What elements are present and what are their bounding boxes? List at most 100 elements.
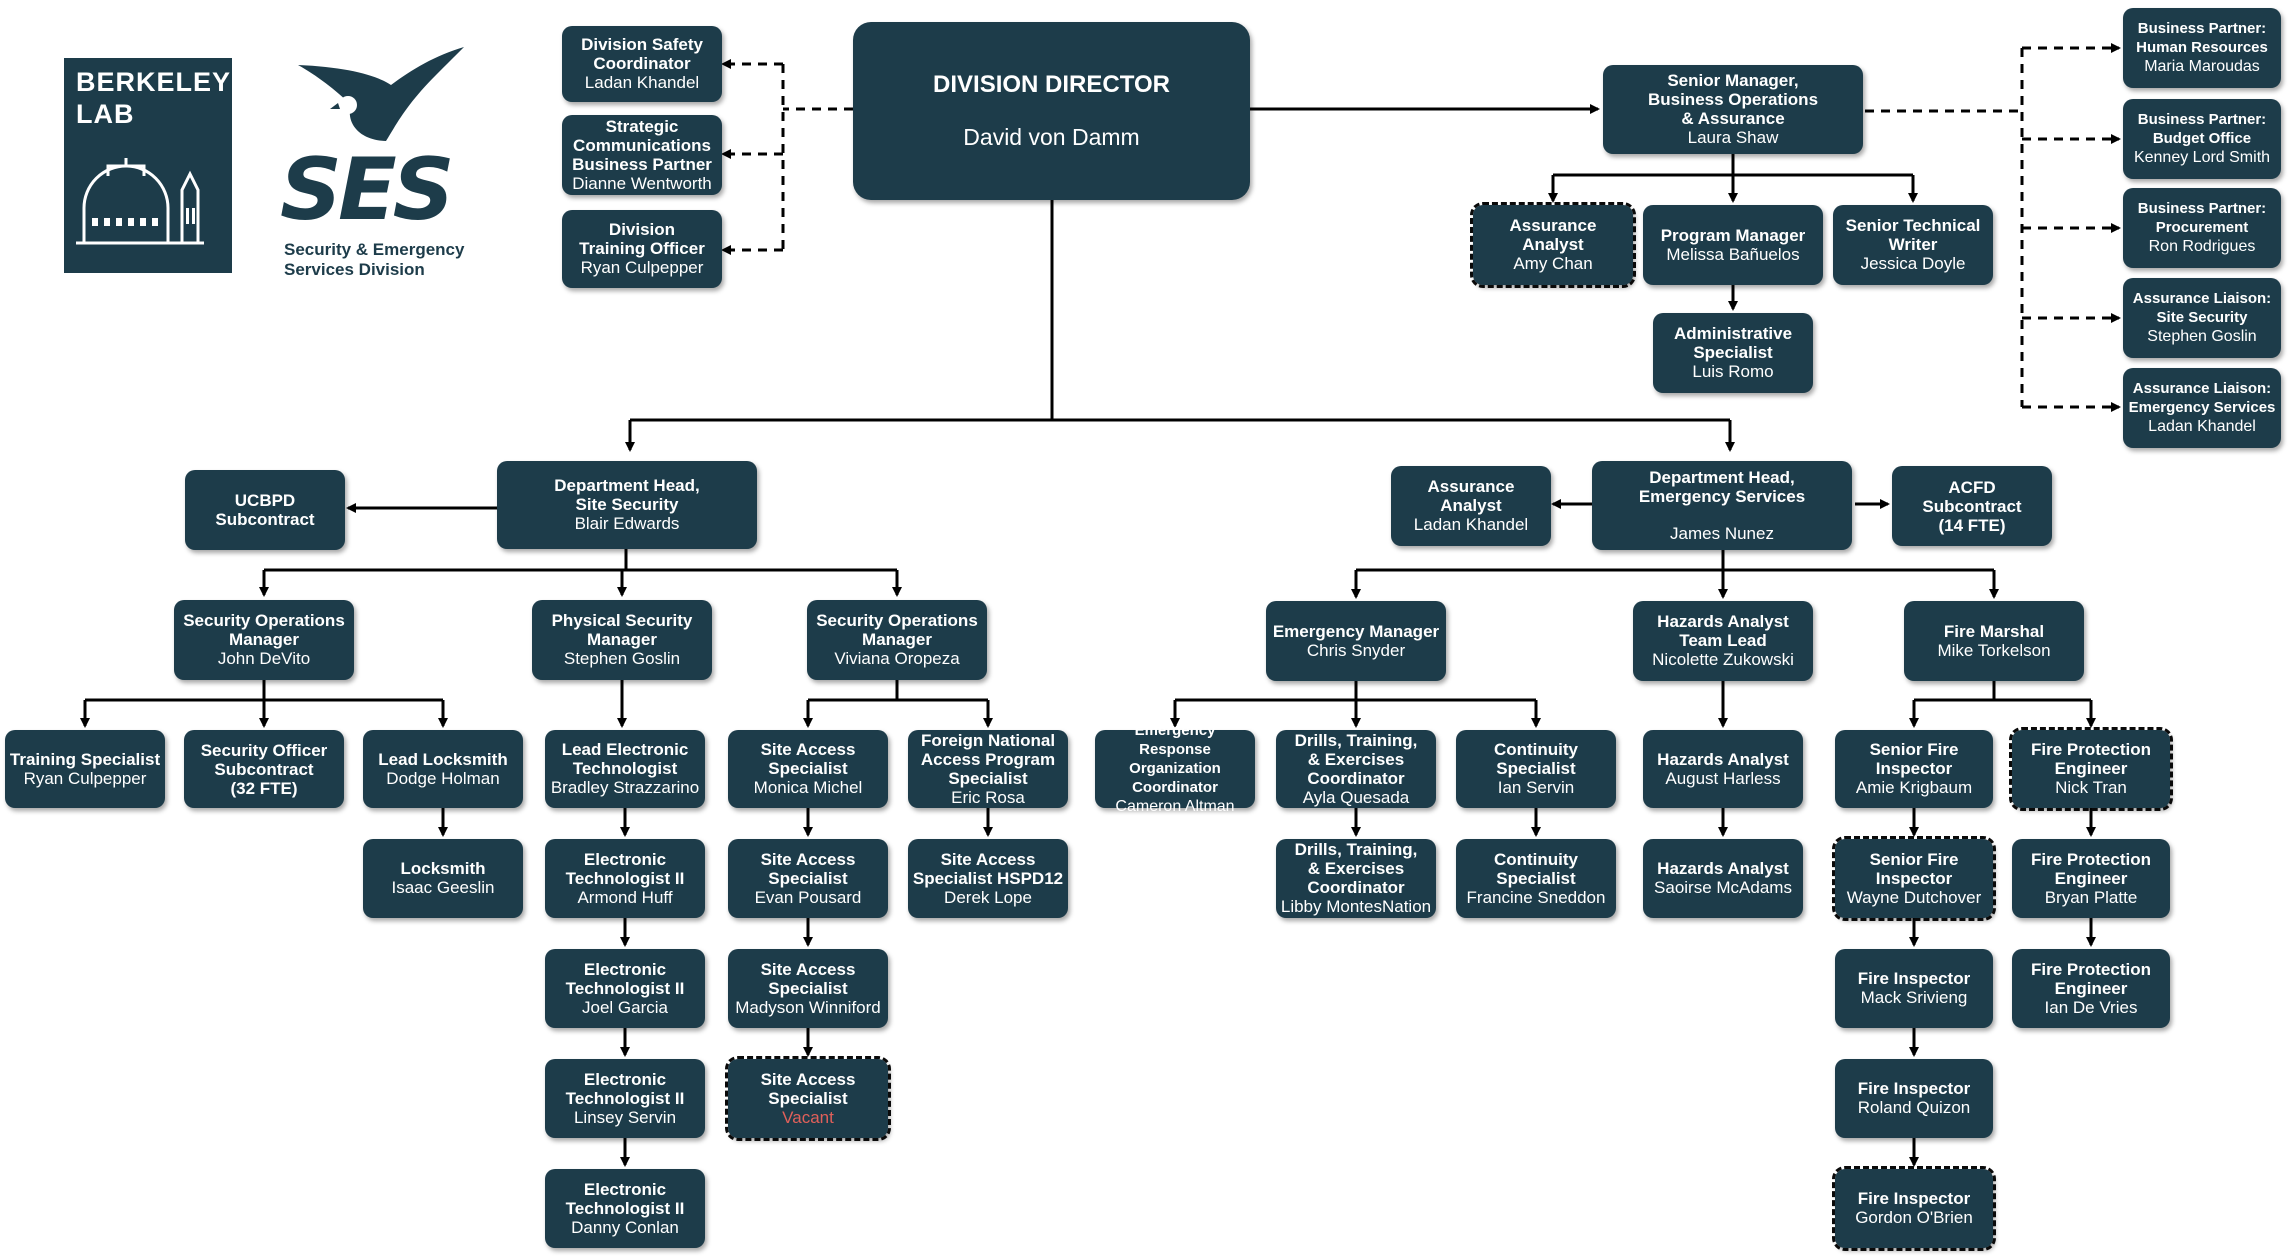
node-fire-protection-engineer-tran[interactable]: Fire Protection Engineer Nick Tran	[2009, 727, 2173, 811]
ses-logo: SES Security & Emergency Services Divisi…	[280, 45, 480, 285]
node-drills-coordinator-montesnation[interactable]: Drills, Training, & Exercises Coordinato…	[1276, 839, 1436, 918]
node-name: Ryan Culpepper	[23, 768, 147, 788]
node-liaison-emergency-services[interactable]: Assurance Liaison: Emergency Services La…	[2123, 368, 2281, 448]
node-title: Assurance Liaison: Site Security	[2132, 290, 2272, 326]
node-title: Fire Inspector	[1857, 969, 1971, 988]
node-continuity-specialist-sneddon[interactable]: Continuity Specialist Francine Sneddon	[1456, 839, 1616, 918]
node-lead-locksmith[interactable]: Lead Locksmith Dodge Holman	[363, 730, 523, 808]
node-liaison-site-security[interactable]: Assurance Liaison: Site Security Stephen…	[2123, 278, 2281, 358]
ses-subtitle: Security & Emergency Services Division	[284, 240, 465, 279]
node-drills-coordinator-quesada[interactable]: Drills, Training, & Exercises Coordinato…	[1276, 730, 1436, 808]
node-name: August Harless	[1665, 768, 1781, 788]
node-name: Saoirse McAdams	[1654, 878, 1792, 897]
node-name: Ladan Khandel	[1413, 515, 1529, 534]
node-title: Site Access Specialist	[760, 740, 856, 778]
node-site-access-specialist-michel[interactable]: Site Access Specialist Monica Michel	[728, 730, 888, 808]
node-department-head-site-security[interactable]: Department Head, Site Security Blair Edw…	[497, 461, 757, 549]
node-senior-fire-inspector-krigbaum[interactable]: Senior Fire Inspector Amie Krigbaum	[1835, 730, 1993, 808]
node-fire-protection-engineer-platte[interactable]: Fire Protection Engineer Bryan Platte	[2012, 839, 2170, 918]
node-fire-inspector-srivieng[interactable]: Fire Inspector Mack Srivieng	[1835, 949, 1993, 1028]
node-senior-manager[interactable]: Senior Manager, Business Operations & As…	[1603, 65, 1863, 154]
node-assurance-analyst-khandel[interactable]: Assurance Analyst Ladan Khandel	[1391, 466, 1551, 546]
node-name: James Nunez	[1670, 523, 1774, 543]
node-bp-budget-office[interactable]: Business Partner: Budget Office Kenney L…	[2123, 99, 2281, 179]
node-title: Drills, Training, & Exercises Coordinato…	[1294, 730, 1418, 788]
node-title: Fire Protection Engineer	[2031, 740, 2151, 778]
node-senior-fire-inspector-dutchover[interactable]: Senior Fire Inspector Wayne Dutchover	[1832, 836, 1996, 921]
node-name: Ryan Culpepper	[580, 258, 704, 277]
node-locksmith[interactable]: Locksmith Isaac Geeslin	[363, 839, 523, 918]
node-fire-inspector-quizon[interactable]: Fire Inspector Roland Quizon	[1835, 1059, 1993, 1138]
node-ucbpd-subcontract[interactable]: UCBPD Subcontract	[185, 470, 345, 550]
node-site-access-specialist-winniford[interactable]: Site Access Specialist Madyson Winniford	[728, 949, 888, 1028]
node-physical-security-manager[interactable]: Physical Security Manager Stephen Goslin	[532, 600, 712, 680]
node-title: Fire Inspector	[1857, 1079, 1971, 1098]
node-bp-human-resources[interactable]: Business Partner: Human Resources Maria …	[2123, 8, 2281, 88]
node-title: Administrative Specialist	[1673, 324, 1793, 362]
node-name: Ian Servin	[1497, 778, 1575, 797]
node-security-operations-manager-oropeza[interactable]: Security Operations Manager Viviana Orop…	[807, 600, 987, 680]
node-title: Foreign National Access Program Speciali…	[920, 730, 1056, 788]
node-training-specialist[interactable]: Training Specialist Ryan Culpepper	[5, 730, 165, 808]
node-title: Drills, Training, & Exercises Coordinato…	[1294, 840, 1418, 897]
node-name: Evan Pousard	[754, 887, 862, 907]
node-name: Cameron Altman	[1115, 798, 1235, 815]
node-continuity-specialist-servin[interactable]: Continuity Specialist Ian Servin	[1456, 730, 1616, 808]
node-bp-procurement[interactable]: Business Partner: Procurement Ron Rodrig…	[2123, 188, 2281, 268]
node-title: Continuity Specialist	[1493, 849, 1579, 888]
node-name: Laura Shaw	[1687, 128, 1779, 147]
node-strategic-communications[interactable]: Strategic Communications Business Partne…	[562, 115, 722, 195]
node-title: Security Officer Subcontract (32 FTE)	[200, 740, 328, 798]
node-lead-electronic-technologist[interactable]: Lead Electronic Technologist Bradley Str…	[545, 730, 705, 808]
node-division-safety-coordinator[interactable]: Division Safety Coordinator Ladan Khande…	[562, 26, 722, 102]
node-hazards-analyst-team-lead[interactable]: Hazards Analyst Team Lead Nicolette Zuko…	[1633, 601, 1813, 681]
node-site-access-specialist-hspd12[interactable]: Site Access Specialist HSPD12 Derek Lope	[908, 839, 1068, 918]
node-electronic-technologist-huff[interactable]: Electronic Technologist II Armond Huff	[545, 839, 705, 918]
node-title: Emergency Manager	[1272, 621, 1440, 641]
node-fire-protection-engineer-devries[interactable]: Fire Protection Engineer Ian De Vries	[2012, 949, 2170, 1028]
node-hazards-analyst-harless[interactable]: Hazards Analyst August Harless	[1643, 730, 1803, 808]
node-title: Continuity Specialist	[1493, 740, 1579, 778]
node-title: Program Manager	[1660, 225, 1806, 245]
node-security-officer-subcontract[interactable]: Security Officer Subcontract (32 FTE)	[184, 730, 344, 808]
node-fire-marshal[interactable]: Fire Marshal Mike Torkelson	[1904, 601, 2084, 681]
node-site-access-specialist-vacant[interactable]: Site Access Specialist Vacant	[725, 1056, 891, 1141]
node-name: Eric Rosa	[951, 787, 1025, 807]
node-electronic-technologist-conlan[interactable]: Electronic Technologist II Danny Conlan	[545, 1169, 705, 1248]
node-title: Business Partner: Procurement	[2137, 200, 2267, 236]
node-name: Bryan Platte	[2044, 887, 2138, 907]
node-department-head-emergency-services[interactable]: Department Head, Emergency Services Jame…	[1592, 461, 1852, 550]
node-name: Libby MontesNation	[1280, 897, 1432, 916]
node-administrative-specialist[interactable]: Administrative Specialist Luis Romo	[1653, 313, 1813, 393]
node-title: Fire Protection Engineer	[2031, 849, 2151, 888]
node-assurance-analyst-amy-chan[interactable]: Assurance Analyst Amy Chan	[1470, 202, 1636, 288]
node-security-operations-manager-devito[interactable]: Security Operations Manager John DeVito	[174, 600, 354, 680]
node-division-director[interactable]: DIVISION DIRECTOR David von Damm	[853, 22, 1250, 200]
node-electronic-technologist-garcia[interactable]: Electronic Technologist II Joel Garcia	[545, 949, 705, 1028]
node-electronic-technologist-servin[interactable]: Electronic Technologist II Linsey Servin	[545, 1059, 705, 1138]
node-acfd-subcontract[interactable]: ACFD Subcontract (14 FTE)	[1892, 466, 2052, 546]
node-title: Training Specialist	[9, 749, 161, 769]
node-ero-coordinator[interactable]: Emergency Response Organization Coordina…	[1095, 722, 1255, 815]
node-title: Security Operations Manager	[816, 611, 978, 649]
node-division-training-officer[interactable]: Division Training Officer Ryan Culpepper	[562, 210, 722, 288]
node-name: Maria Maroudas	[2144, 58, 2260, 75]
node-title: Locksmith	[400, 859, 486, 878]
node-name: Danny Conlan	[571, 1217, 679, 1237]
node-foreign-national-specialist[interactable]: Foreign National Access Program Speciali…	[908, 730, 1068, 808]
node-program-manager[interactable]: Program Manager Melissa Bañuelos	[1643, 205, 1823, 285]
ses-wordmark: SES	[280, 140, 455, 240]
node-name: Linsey Servin	[573, 1107, 677, 1127]
node-site-access-specialist-pousard[interactable]: Site Access Specialist Evan Pousard	[728, 839, 888, 918]
node-name: Melissa Bañuelos	[1666, 244, 1800, 264]
node-fire-inspector-obrien[interactable]: Fire Inspector Gordon O'Brien	[1832, 1166, 1996, 1251]
node-name: Kenney Lord Smith	[2133, 149, 2271, 166]
node-senior-technical-writer[interactable]: Senior Technical Writer Jessica Doyle	[1833, 205, 1993, 285]
node-emergency-manager[interactable]: Emergency Manager Chris Snyder	[1266, 601, 1446, 681]
node-title: Senior Fire Inspector	[1869, 849, 1959, 888]
node-title: Hazards Analyst	[1657, 859, 1789, 878]
node-hazards-analyst-mcadams[interactable]: Hazards Analyst Saoirse McAdams	[1643, 839, 1803, 918]
node-name: Wayne Dutchover	[1846, 887, 1982, 907]
node-name: Ladan Khandel	[584, 73, 700, 92]
node-name: Ladan Khandel	[2148, 418, 2256, 435]
